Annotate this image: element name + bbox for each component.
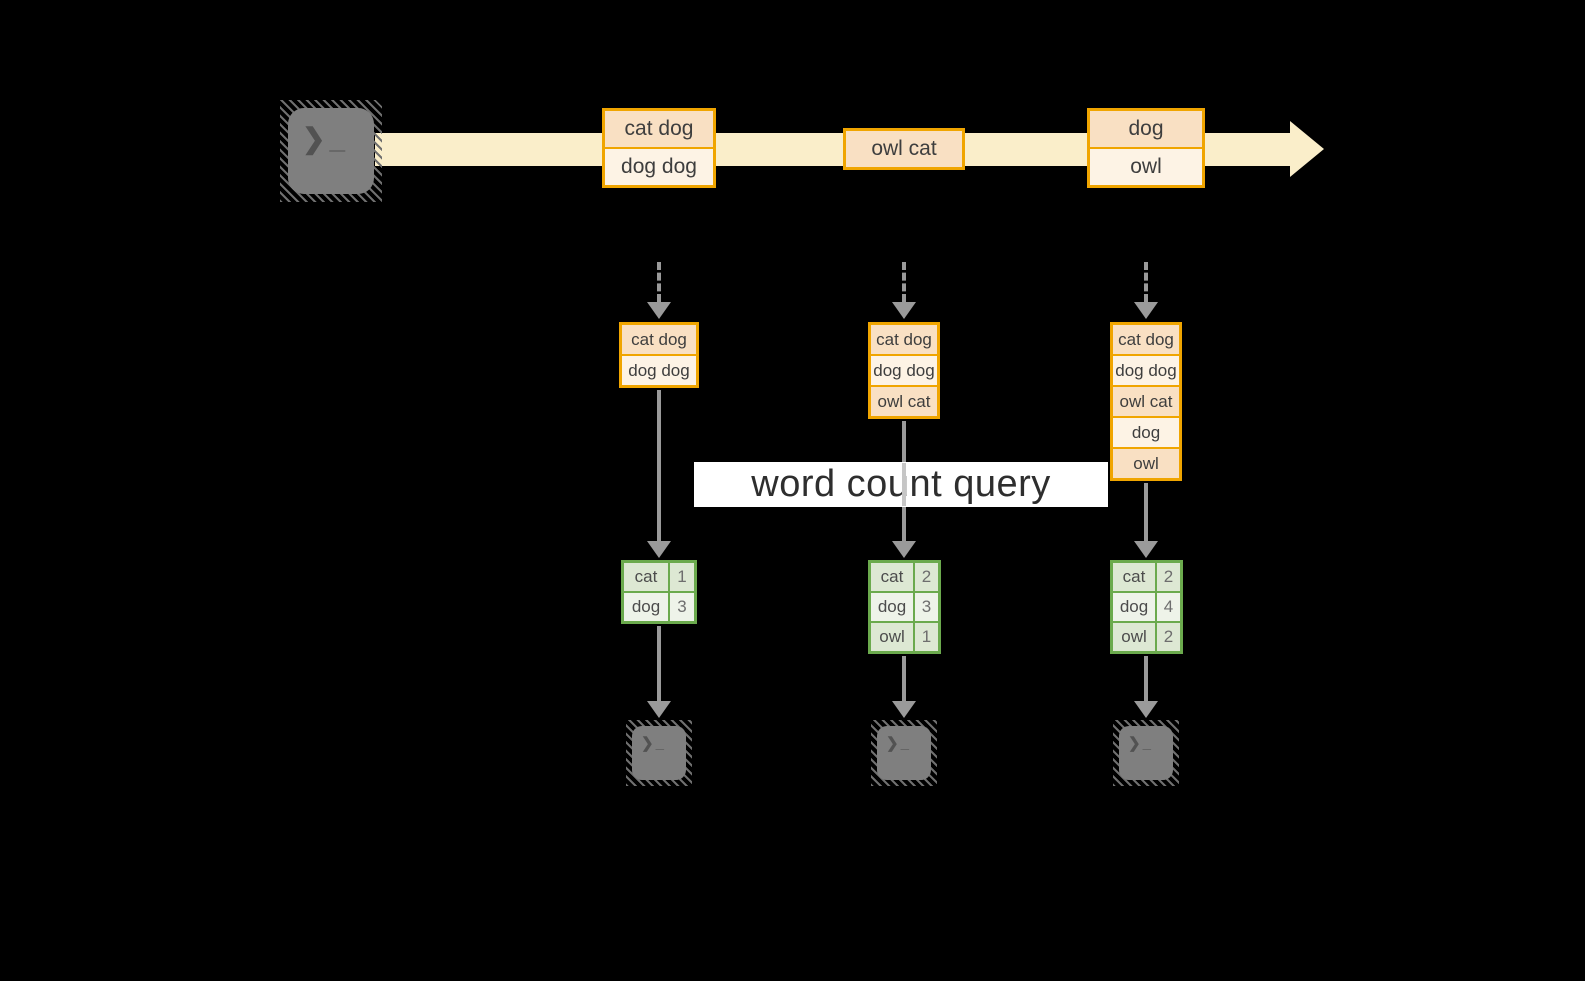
state-row: dog dog bbox=[1113, 354, 1179, 385]
query-arrow-overlay bbox=[902, 463, 906, 506]
result-count-cell: 2 bbox=[915, 563, 938, 591]
state-box-col3: cat dog dog dog owl cat dog owl bbox=[1110, 322, 1182, 481]
result-count-cell: 3 bbox=[670, 593, 694, 621]
terminal-icon: ❯_ bbox=[288, 108, 374, 194]
result-count-cell: 3 bbox=[915, 593, 938, 621]
terminal-prompt-glyph: ❯_ bbox=[886, 735, 911, 752]
result-count-cell: 2 bbox=[1157, 563, 1180, 591]
result-count-cell: 1 bbox=[915, 623, 938, 651]
arrowhead-icon bbox=[892, 701, 916, 718]
result-word-cell: cat bbox=[871, 563, 915, 591]
result-count-cell: 1 bbox=[670, 563, 694, 591]
result-word-cell: cat bbox=[624, 563, 670, 591]
terminal-icon: ❯_ bbox=[632, 726, 686, 780]
state-row: owl bbox=[1113, 447, 1179, 478]
result-word-cell: owl bbox=[1113, 623, 1157, 651]
query-label-band: word count query bbox=[694, 462, 1108, 507]
arrowhead-icon bbox=[1134, 541, 1158, 558]
batch-row: owl cat bbox=[846, 131, 962, 167]
stream-arrowhead-icon bbox=[1290, 121, 1324, 177]
result-count-cell: 4 bbox=[1157, 593, 1180, 621]
arrowhead-icon bbox=[647, 701, 671, 718]
terminal-sink-icon-col1: ❯_ bbox=[626, 720, 692, 786]
batch-row: cat dog bbox=[605, 111, 713, 147]
state-box-col2: cat dog dog dog owl cat bbox=[868, 322, 940, 419]
arrowhead-icon bbox=[647, 302, 671, 319]
batch-row: dog bbox=[1090, 111, 1202, 147]
result-word-cell: dog bbox=[624, 593, 670, 621]
state-row: dog dog bbox=[871, 354, 937, 385]
terminal-prompt-glyph: ❯_ bbox=[302, 123, 350, 154]
terminal-sink-icon-col3: ❯_ bbox=[1113, 720, 1179, 786]
result-word-cell: owl bbox=[871, 623, 915, 651]
state-row: cat dog bbox=[1113, 325, 1179, 354]
state-row: owl cat bbox=[1113, 385, 1179, 416]
arrowhead-icon bbox=[1134, 701, 1158, 718]
arrowhead-icon bbox=[892, 541, 916, 558]
state-row: cat dog bbox=[622, 325, 696, 354]
state-row: cat dog bbox=[871, 325, 937, 354]
terminal-source-icon: ❯_ bbox=[280, 100, 382, 202]
query-label: word count query bbox=[751, 463, 1051, 505]
result-word-cell: dog bbox=[871, 593, 915, 621]
terminal-icon: ❯_ bbox=[1119, 726, 1173, 780]
batch-row: dog dog bbox=[605, 147, 713, 185]
terminal-sink-icon-col2: ❯_ bbox=[871, 720, 937, 786]
terminal-icon: ❯_ bbox=[877, 726, 931, 780]
batch-box-3: dog owl bbox=[1087, 108, 1205, 188]
state-box-col1: cat dog dog dog bbox=[619, 322, 699, 388]
result-word-cell: dog bbox=[1113, 593, 1157, 621]
arrowhead-icon bbox=[892, 302, 916, 319]
state-row: owl cat bbox=[871, 385, 937, 416]
terminal-prompt-glyph: ❯_ bbox=[641, 735, 666, 752]
result-count-cell: 2 bbox=[1157, 623, 1180, 651]
arrowhead-icon bbox=[647, 541, 671, 558]
arrowhead-icon bbox=[1134, 302, 1158, 319]
batch-box-2: owl cat bbox=[843, 128, 965, 170]
state-row: dog bbox=[1113, 416, 1179, 447]
batch-box-1: cat dog dog dog bbox=[602, 108, 716, 188]
batch-row: owl bbox=[1090, 147, 1202, 185]
terminal-prompt-glyph: ❯_ bbox=[1128, 735, 1153, 752]
state-row: dog dog bbox=[622, 354, 696, 385]
result-word-cell: cat bbox=[1113, 563, 1157, 591]
